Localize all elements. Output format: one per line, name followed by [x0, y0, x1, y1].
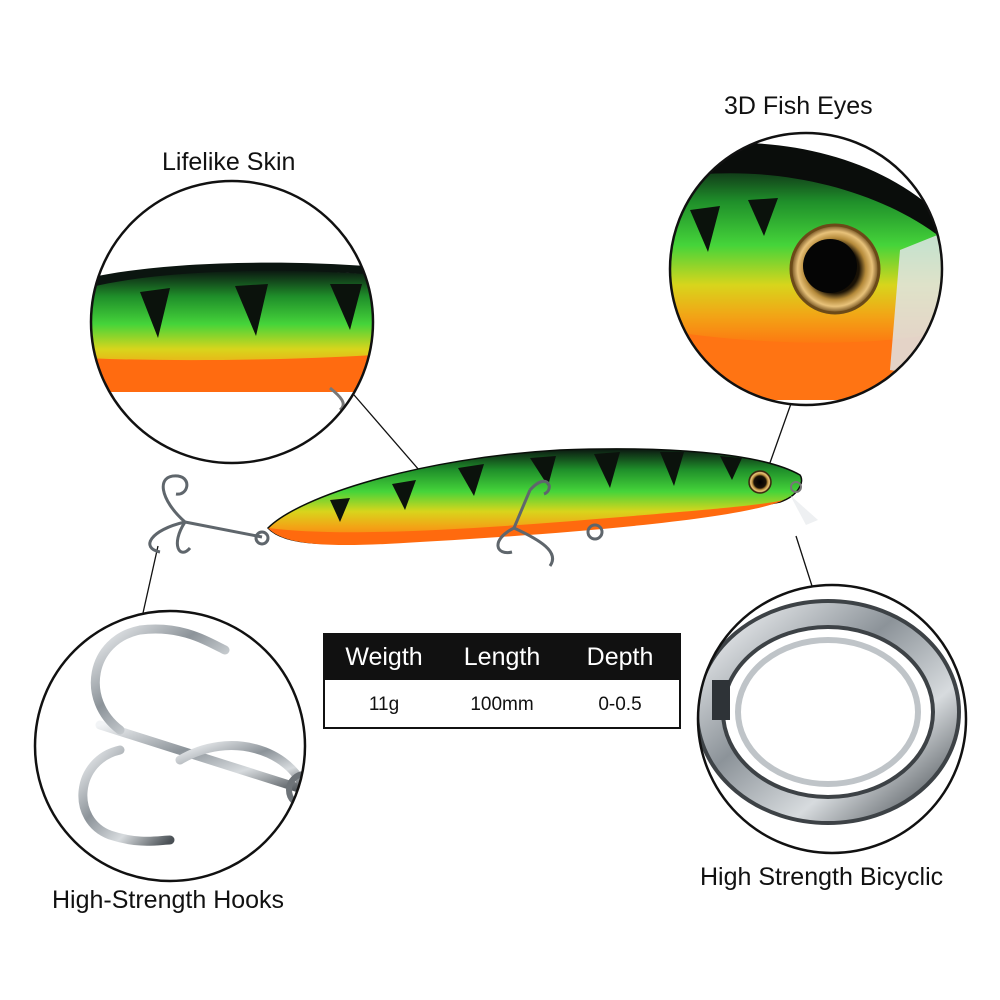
spec-value-depth: 0-0.5 — [598, 693, 642, 715]
spec-header-length: Length — [463, 643, 541, 671]
spec-header-depth: Depth — [586, 643, 654, 671]
fish-eyes-label: 3D Fish Eyes — [724, 92, 873, 120]
spec-value-row: 11g 100mm 0-0.5 — [325, 680, 679, 729]
spec-table: Weigth Length Depth 11g 100mm 0-0.5 — [323, 633, 681, 729]
spec-header-row: Weigth Length Depth — [325, 635, 679, 680]
spec-value-length: 100mm — [470, 693, 534, 715]
hooks-label: High-Strength Hooks — [52, 886, 285, 914]
spec-header-weight: Weigth — [345, 643, 423, 671]
rear-hook — [148, 474, 270, 554]
spec-value-weight: 11g — [368, 693, 400, 715]
skin-detail-circle — [89, 179, 375, 465]
eye-detail-circle — [668, 131, 944, 407]
hook-detail-circle — [33, 609, 307, 883]
lure-eye — [748, 470, 772, 494]
belly-hook — [496, 479, 604, 567]
lure-main — [148, 448, 818, 567]
lifelike-skin-label: Lifelike Skin — [162, 148, 296, 176]
ring-detail-circle — [696, 583, 968, 855]
ring-label: High Strength Bicyclic — [700, 863, 944, 891]
lure-bars — [330, 452, 742, 522]
